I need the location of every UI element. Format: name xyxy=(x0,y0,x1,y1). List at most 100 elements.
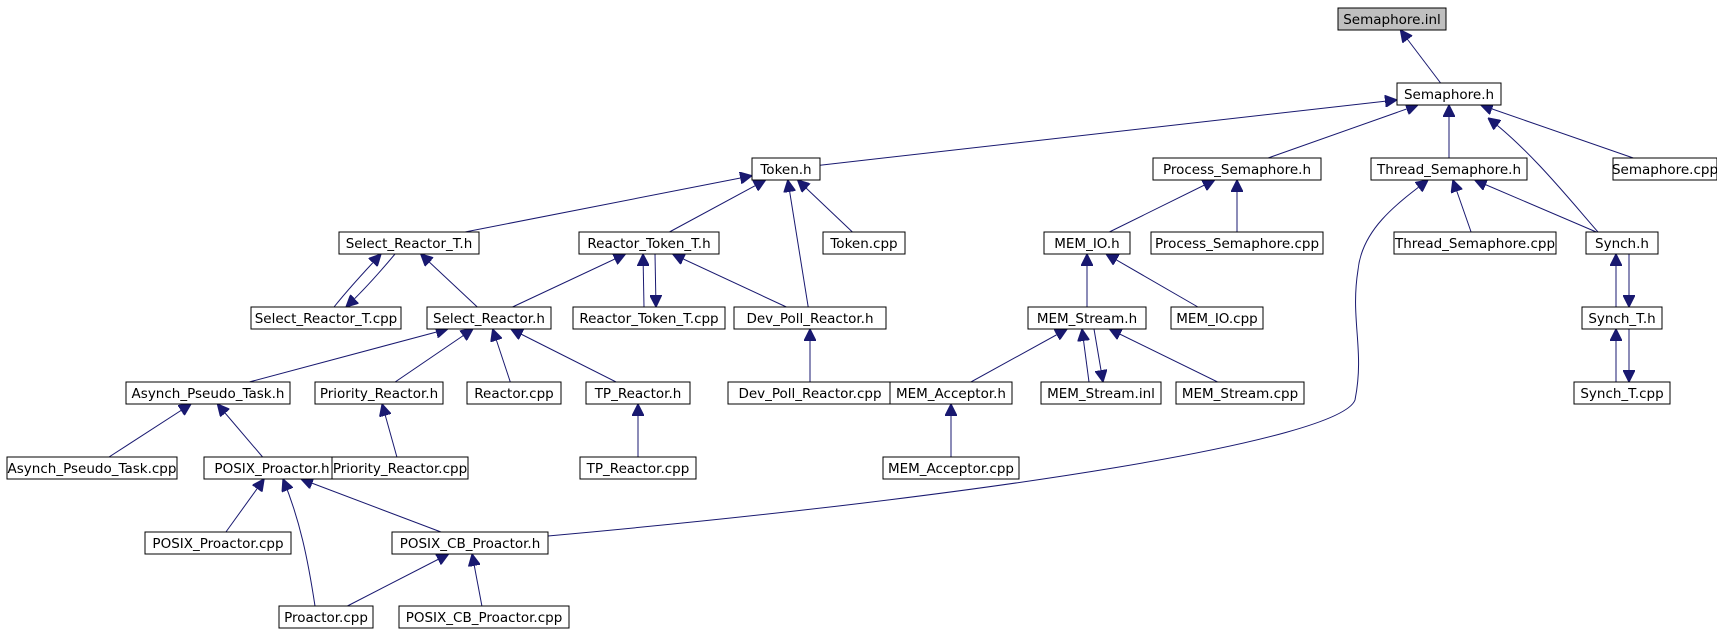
node-mem-io-cpp[interactable]: MEM_IO.cpp xyxy=(1170,306,1264,330)
node-posix-cb-proactor-h[interactable]: POSIX_CB_Proactor.h xyxy=(391,531,549,555)
node-box xyxy=(1337,7,1447,31)
node-label: Thread_Semaphore.h xyxy=(1376,162,1521,178)
node-box xyxy=(889,381,1013,405)
edge-mem-stream-h-to-mem-stream-inl xyxy=(1093,328,1103,382)
node-token-h[interactable]: Token.h xyxy=(751,157,821,181)
node-select-reactor-t-h[interactable]: Select_Reactor_T.h xyxy=(338,231,480,255)
edge-dev-poll-reactor-h-to-token-h xyxy=(788,180,809,308)
edge-dev-poll-reactor-h-to-reactor-token-t-h xyxy=(673,254,787,308)
node-box xyxy=(1396,82,1502,106)
node-thread-semaphore-h[interactable]: Thread_Semaphore.h xyxy=(1370,157,1528,181)
node-box xyxy=(144,531,292,555)
node-asynch-pseudo-task-h[interactable]: Asynch_Pseudo_Task.h xyxy=(125,381,291,405)
edge-priority-reactor-cpp-to-priority-reactor-h xyxy=(382,404,398,458)
node-posix-proactor-h[interactable]: POSIX_Proactor.h xyxy=(203,456,341,480)
node-box xyxy=(572,306,726,330)
edge-mem-io-h-to-process-semaphore-h xyxy=(1109,180,1214,233)
edge-posix-cb-proactor-h-to-thread-semaphore-h xyxy=(547,180,1428,537)
edge-tp-reactor-h-to-select-reactor-h xyxy=(511,329,617,383)
node-box xyxy=(1170,306,1264,330)
edge-thread-semaphore-cpp-to-thread-semaphore-h xyxy=(1453,180,1472,233)
node-proactor-cpp[interactable]: Proactor.cpp xyxy=(278,605,374,629)
node-label: POSIX_Proactor.cpp xyxy=(152,536,283,552)
node-box xyxy=(1573,381,1671,405)
node-mem-stream-cpp[interactable]: MEM_Stream.cpp xyxy=(1175,381,1305,405)
node-dev-poll-reactor-h[interactable]: Dev_Poll_Reactor.h xyxy=(733,306,887,330)
node-label: Semaphore.cpp xyxy=(1612,162,1717,178)
edge-select-reactor-h-to-select-reactor-t-h xyxy=(421,254,478,308)
edge-priority-reactor-h-to-select-reactor-h xyxy=(394,329,473,383)
node-label: Proactor.cpp xyxy=(284,610,368,626)
node-label: Dev_Poll_Reactor.h xyxy=(746,311,873,327)
edge-posix-cb-proactor-cpp-to-posix-cb-proactor-h xyxy=(472,554,483,607)
node-label: POSIX_Proactor.h xyxy=(214,461,329,477)
node-box xyxy=(1040,381,1162,405)
node-label: TP_Reactor.cpp xyxy=(586,461,690,477)
node-semaphore-h[interactable]: Semaphore.h xyxy=(1396,82,1502,106)
node-box xyxy=(1581,306,1663,330)
node-token-cpp[interactable]: Token.cpp xyxy=(822,231,906,255)
node-posix-cb-proactor-cpp[interactable]: POSIX_CB_Proactor.cpp xyxy=(398,605,570,629)
node-box xyxy=(398,605,570,629)
node-tp-reactor-cpp[interactable]: TP_Reactor.cpp xyxy=(579,456,697,480)
node-process-semaphore-cpp[interactable]: Process_Semaphore.cpp xyxy=(1150,231,1324,255)
node-label: MEM_Acceptor.h xyxy=(896,386,1006,402)
edge-synch-h-to-semaphore-h xyxy=(1488,118,1599,233)
node-label: Token.cpp xyxy=(829,236,897,252)
node-reactor-token-t-cpp[interactable]: Reactor_Token_T.cpp xyxy=(572,306,726,330)
node-box xyxy=(426,306,552,330)
node-box xyxy=(466,381,562,405)
node-synch-h[interactable]: Synch.h xyxy=(1585,231,1659,255)
node-label: Synch.h xyxy=(1595,236,1649,252)
node-label: Semaphore.inl xyxy=(1343,12,1441,28)
node-asynch-pseudo-task-cpp[interactable]: Asynch_Pseudo_Task.cpp xyxy=(6,456,178,480)
node-process-semaphore-h[interactable]: Process_Semaphore.h xyxy=(1152,157,1322,181)
node-box xyxy=(1150,231,1324,255)
node-mem-acceptor-h[interactable]: MEM_Acceptor.h xyxy=(889,381,1013,405)
edges-layer xyxy=(108,30,1633,607)
node-label: Priority_Reactor.cpp xyxy=(333,461,467,477)
node-priority-reactor-h[interactable]: Priority_Reactor.h xyxy=(314,381,444,405)
node-reactor-cpp[interactable]: Reactor.cpp xyxy=(466,381,562,405)
node-box xyxy=(250,306,402,330)
node-box xyxy=(579,456,697,480)
edge-select-reactor-t-h-to-select-reactor-t-cpp xyxy=(346,253,396,307)
node-priority-reactor-cpp[interactable]: Priority_Reactor.cpp xyxy=(331,456,469,480)
node-box xyxy=(1585,231,1659,255)
edge-posix-proactor-cpp-to-posix-proactor-h xyxy=(225,479,264,533)
node-label: Priority_Reactor.h xyxy=(320,386,438,402)
node-box xyxy=(751,157,821,181)
node-select-reactor-h[interactable]: Select_Reactor.h xyxy=(426,306,552,330)
node-synch-t-cpp[interactable]: Synch_T.cpp xyxy=(1573,381,1671,405)
edge-reactor-token-t-h-to-token-h xyxy=(669,180,765,233)
node-label: Process_Semaphore.h xyxy=(1163,162,1311,178)
node-label: POSIX_CB_Proactor.h xyxy=(400,536,541,552)
node-label: Select_Reactor_T.cpp xyxy=(255,311,398,327)
node-semaphore-inl[interactable]: Semaphore.inl xyxy=(1337,7,1447,31)
node-tp-reactor-h[interactable]: TP_Reactor.h xyxy=(585,381,691,405)
edge-select-reactor-t-h-to-token-h xyxy=(464,176,752,233)
node-select-reactor-t-cpp[interactable]: Select_Reactor_T.cpp xyxy=(250,306,402,330)
node-dev-poll-reactor-cpp[interactable]: Dev_Poll_Reactor.cpp xyxy=(727,381,893,405)
node-thread-semaphore-cpp[interactable]: Thread_Semaphore.cpp xyxy=(1393,231,1557,255)
node-posix-proactor-cpp[interactable]: POSIX_Proactor.cpp xyxy=(144,531,292,555)
edge-process-semaphore-h-to-semaphore-h xyxy=(1267,105,1418,159)
node-synch-t-h[interactable]: Synch_T.h xyxy=(1581,306,1663,330)
node-mem-acceptor-cpp[interactable]: MEM_Acceptor.cpp xyxy=(882,456,1020,480)
node-box xyxy=(331,456,469,480)
node-mem-io-h[interactable]: MEM_IO.h xyxy=(1043,231,1131,255)
node-label: POSIX_CB_Proactor.cpp xyxy=(406,610,563,626)
node-box xyxy=(338,231,480,255)
node-mem-stream-h[interactable]: MEM_Stream.h xyxy=(1027,306,1147,330)
edge-proactor-cpp-to-posix-proactor-h xyxy=(283,479,316,607)
edge-select-reactor-t-cpp-to-select-reactor-t-h xyxy=(333,254,381,308)
node-semaphore-cpp[interactable]: Semaphore.cpp xyxy=(1612,157,1717,181)
node-label: Dev_Poll_Reactor.cpp xyxy=(738,386,881,402)
node-label: TP_Reactor.h xyxy=(594,386,682,402)
edge-mem-acceptor-h-to-mem-stream-h xyxy=(970,329,1067,383)
node-reactor-token-t-h[interactable]: Reactor_Token_T.h xyxy=(578,231,720,255)
node-label: MEM_Stream.h xyxy=(1037,311,1137,327)
node-mem-stream-inl[interactable]: MEM_Stream.inl xyxy=(1040,381,1162,405)
